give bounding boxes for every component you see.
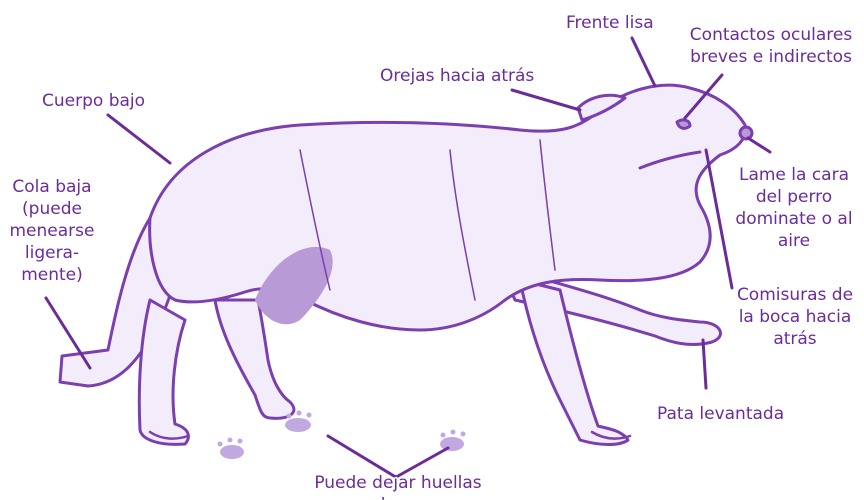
leader-cuerpo-bajo	[108, 115, 170, 163]
sweaty-paw-prints	[218, 411, 466, 460]
label-frente-lisa: Frente lisa	[566, 12, 654, 34]
paw-toe	[297, 411, 302, 416]
paw-toe	[451, 430, 456, 435]
leader-orejas	[512, 90, 580, 110]
paw-toe	[461, 432, 466, 437]
label-huellas-sudorosas: Puede dejar huellas sudorosas	[278, 472, 518, 500]
paw-print	[220, 445, 244, 459]
dog-body	[150, 85, 746, 330]
label-cuerpo-bajo: Cuerpo bajo	[42, 90, 145, 112]
label-pata-levantada: Pata levantada	[657, 403, 784, 425]
paw-toe	[218, 442, 223, 447]
leader-pata-levantada	[703, 340, 706, 388]
paw-toe	[441, 433, 446, 438]
label-cola-baja: Cola baja (puede menearse ligera- mente)	[4, 176, 100, 286]
leader-huellas-1	[328, 436, 394, 476]
paw-toe	[307, 413, 312, 418]
paw-toe	[287, 414, 292, 419]
dog-nose	[740, 127, 752, 139]
leader-frente-lisa	[632, 38, 655, 86]
label-orejas-hacia-atras: Orejas hacia atrás	[380, 65, 534, 87]
dog-drawing	[60, 85, 752, 444]
paw-toe	[228, 438, 233, 443]
paw-toe	[238, 439, 243, 444]
label-lame-la-cara: Lame la cara del perro dominate o al air…	[730, 164, 858, 252]
leader-comisuras	[706, 150, 732, 288]
dog-hind-leg-back	[139, 300, 188, 444]
label-comisuras: Comisuras de la boca hacia atrás	[728, 284, 862, 350]
paw-print	[285, 418, 311, 432]
dog-eye	[677, 120, 690, 128]
leader-lame-cara	[748, 138, 770, 152]
label-contactos-oculares: Contactos oculares breves e indirectos	[683, 24, 859, 68]
